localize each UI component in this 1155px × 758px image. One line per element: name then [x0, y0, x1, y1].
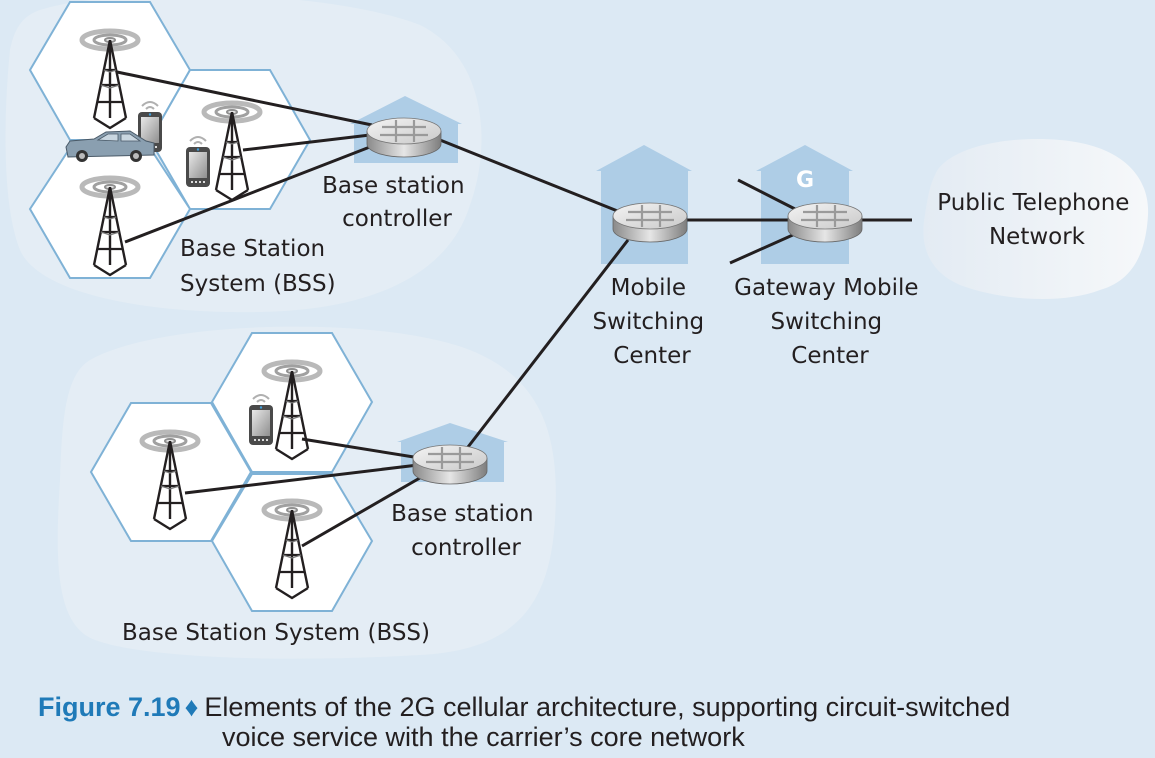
pstn-cloud	[923, 139, 1149, 300]
label-pstn: Public Telephone Network	[937, 190, 1137, 250]
figure-caption: Figure 7.19♦Elements of the 2G cellular …	[38, 692, 1138, 752]
link-bsc-msc	[466, 239, 630, 448]
router-icon-bsc-top	[365, 116, 443, 159]
label-bss-top: Base Station System (BSS)	[180, 236, 336, 297]
link-tower-bsc	[301, 473, 426, 548]
link-tower-bsc	[184, 463, 419, 495]
link-tower-bsc	[116, 70, 373, 127]
diamond-separator-icon: ♦	[184, 692, 199, 722]
label-bsc-bottom: Base station controller	[391, 501, 541, 561]
router-icon-gmsc	[786, 201, 864, 244]
label-msc: Mobile Switching Center	[593, 275, 712, 369]
cellular-architecture-diagram: G Base station controller	[28, 1, 1149, 646]
link-tower-bsc	[124, 143, 376, 244]
label-gmsc: Gateway Mobile Switching Center	[734, 275, 926, 369]
label-bsc-top: Base station controller	[322, 173, 472, 232]
link-tower-bsc	[301, 437, 421, 460]
link-gmsc-external	[737, 178, 796, 211]
caption-text-line1: Elements of the 2G cellular architecture…	[204, 692, 1011, 722]
caption-text-line2: voice service with the carrier’s core ne…	[222, 722, 745, 752]
figure-number: Figure 7.19	[38, 692, 181, 722]
link-tower-bsc	[242, 133, 371, 152]
car-icon	[65, 130, 155, 162]
link-bsc-msc	[439, 138, 621, 214]
router-icon-msc	[611, 201, 689, 244]
link-gmsc-external	[729, 232, 796, 265]
label-bss-bottom: Base Station System (BSS)	[122, 620, 430, 646]
router-icon-bsc-bottom	[411, 443, 489, 486]
gateway-badge: G	[796, 168, 814, 193]
